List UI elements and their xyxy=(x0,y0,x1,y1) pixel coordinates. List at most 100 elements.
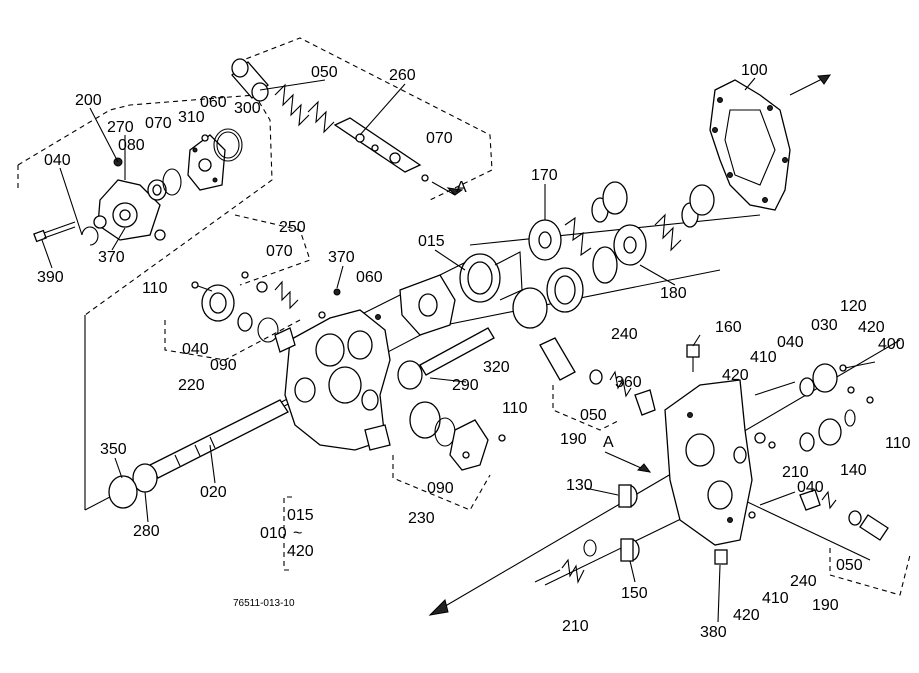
callout-090b: 090 xyxy=(427,480,454,497)
part-plug-380 xyxy=(714,549,728,565)
callout-150: 150 xyxy=(621,585,648,602)
part-main-housing xyxy=(284,309,391,451)
callout-110b: 110 xyxy=(502,400,528,417)
group-190a-boundary xyxy=(552,385,621,431)
callout-400: 400 xyxy=(878,336,905,353)
part-cover-100 xyxy=(709,74,831,211)
callout-370a: 370 xyxy=(98,249,125,266)
callout-280: 280 xyxy=(133,523,160,540)
callout-130: 130 xyxy=(566,477,593,494)
part-pump-180 xyxy=(592,184,715,284)
part-cylinder-015 xyxy=(459,251,584,329)
range-from: 015 xyxy=(287,507,314,524)
callout-060a: 060 xyxy=(200,94,227,111)
callout-080: 080 xyxy=(118,137,145,154)
range-tilde: ~ xyxy=(293,525,302,542)
callout-320: 320 xyxy=(483,359,510,376)
callout-leaders xyxy=(41,77,756,623)
callout-380: 380 xyxy=(700,624,727,641)
part-cap-220 xyxy=(201,284,296,353)
callout-420b: 420 xyxy=(722,367,749,384)
callout-050b: 050 xyxy=(580,407,607,424)
part-seal-080 xyxy=(147,168,182,201)
callout-050a: 050 xyxy=(311,64,338,81)
part-parts-right xyxy=(754,361,876,452)
drawing-code: 76511-013-10 xyxy=(233,598,295,609)
group-230-boundary xyxy=(392,455,491,511)
callout-410a: 410 xyxy=(750,349,777,366)
part-plug-130 xyxy=(618,484,638,508)
part-shaft-020 xyxy=(108,399,289,509)
part-spool-260 xyxy=(333,117,464,196)
callout-200: 200 xyxy=(75,92,102,109)
callout-240b: 240 xyxy=(790,573,817,590)
callout-060b: 060 xyxy=(356,269,383,286)
callout-labels: 200 270 080 070 310 060 300 040 390 370 … xyxy=(37,62,911,641)
callout-015: 015 xyxy=(418,233,445,250)
callout-100: 100 xyxy=(741,62,768,79)
callout-040c: 040 xyxy=(777,334,804,351)
part-spring-210 xyxy=(534,539,597,584)
group-250-boundary xyxy=(234,214,311,286)
callout-120: 120 xyxy=(840,298,867,315)
callout-050c: 050 xyxy=(836,557,863,574)
callout-260: 260 xyxy=(389,67,416,84)
callout-090a: 090 xyxy=(210,357,237,374)
part-spool-240b xyxy=(748,489,889,541)
callout-350: 350 xyxy=(100,441,127,458)
flow-arrows xyxy=(428,451,652,616)
group-260-boundary xyxy=(237,37,493,201)
callout-190b: 190 xyxy=(812,597,839,614)
callout-190a: 190 xyxy=(560,431,587,448)
part-spring-250 xyxy=(241,271,381,320)
part-bolt-110a xyxy=(191,281,213,292)
callout-070c: 070 xyxy=(266,243,293,260)
part-cover-310 xyxy=(187,134,226,191)
callout-180: 180 xyxy=(660,285,687,302)
part-cap-230 xyxy=(409,401,506,471)
part-flange-015 xyxy=(399,274,456,336)
callout-420a: 420 xyxy=(858,319,885,336)
callout-070a: 070 xyxy=(145,115,172,132)
callout-310: 310 xyxy=(178,109,205,126)
part-valve-body xyxy=(664,379,753,546)
part-pump-170 xyxy=(528,181,628,261)
callout-070b: 070 xyxy=(426,130,453,147)
part-housing-200 xyxy=(93,157,166,241)
callout-110a: 110 xyxy=(142,280,168,297)
callout-300: 300 xyxy=(234,100,261,117)
part-screw-160 xyxy=(686,344,700,372)
part-ring-040a xyxy=(81,226,99,246)
callout-270: 270 xyxy=(107,119,134,136)
callout-390: 390 xyxy=(37,269,64,286)
callout-290: 290 xyxy=(452,377,479,394)
part-plug-150 xyxy=(620,538,640,562)
group-190b-boundary xyxy=(829,548,911,596)
callout-410b: 410 xyxy=(762,590,789,607)
callout-040b: 040 xyxy=(182,341,209,358)
callout-160: 160 xyxy=(715,319,742,336)
callout-220: 220 xyxy=(178,377,205,394)
part-oring-300 xyxy=(201,128,243,162)
callout-230: 230 xyxy=(408,510,435,527)
part-spool-240a xyxy=(539,337,656,416)
part-spring-260 xyxy=(274,83,335,134)
range-prefix: 010 xyxy=(260,525,287,542)
callout-370b: 370 xyxy=(328,249,355,266)
part-shaft-320 xyxy=(397,327,495,390)
part-bolt-390 xyxy=(33,221,76,243)
callout-030: 030 xyxy=(811,317,838,334)
arrow-mark-lower: A xyxy=(603,434,614,451)
callout-360: 360 xyxy=(615,374,642,391)
callout-420c: 420 xyxy=(733,607,760,624)
callout-040a: 040 xyxy=(44,152,71,169)
callout-110c: 110 xyxy=(885,435,911,452)
callout-040d: 040 xyxy=(797,479,824,496)
callout-240a: 240 xyxy=(611,326,638,343)
part-sleeve-050 xyxy=(231,58,269,102)
arrow-mark-upper: A xyxy=(456,179,467,196)
callout-020: 020 xyxy=(200,484,227,501)
callout-140: 140 xyxy=(840,462,867,479)
callout-250: 250 xyxy=(279,219,306,236)
